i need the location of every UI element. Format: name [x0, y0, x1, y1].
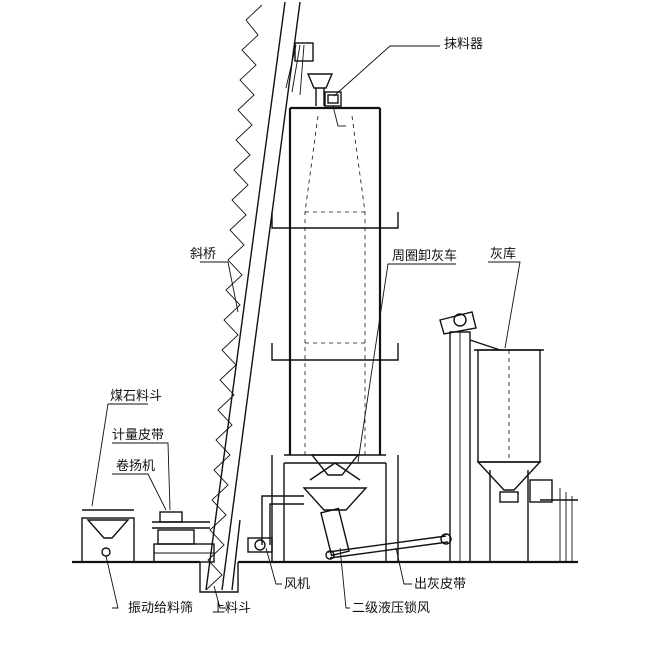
ash-silo: [474, 349, 578, 562]
kiln-body: [271, 106, 399, 562]
leader-lines: [91, 45, 521, 609]
bucket-elevator: [439, 311, 501, 563]
label-ash-unloader: 周圈卸灰车: [392, 248, 457, 264]
label-inclined-bridge: 斜桥: [190, 247, 216, 262]
metering-belt: [152, 511, 215, 563]
inclined-bridge: [205, 1, 301, 591]
label-hoist: 卷扬机: [116, 458, 155, 474]
label-ash-belt: 出灰皮带: [414, 577, 466, 592]
label-vibrating-feeder: 振动给料筛: [128, 601, 193, 616]
label-loading-hopper: 上料斗: [212, 601, 251, 616]
label-hydraulic-airlock: 二级液压锁风: [352, 600, 430, 616]
ground-line: [72, 560, 578, 593]
label-distributor: 抹料器: [444, 37, 483, 52]
label-coal-hopper: 煤石料斗: [110, 389, 162, 404]
distributor: [324, 91, 346, 127]
discharge-cone: [302, 454, 368, 557]
ash-belt: [325, 533, 452, 560]
fan: [247, 495, 304, 553]
label-ash-silo: 灰库: [490, 246, 516, 262]
label-metering-belt: 计量皮带: [112, 428, 164, 443]
feed-chute: [285, 42, 334, 106]
label-fan: 风机: [284, 577, 310, 592]
coal-hopper: [81, 509, 135, 563]
labels: 抹料器 斜桥 周圈卸灰车 灰库 煤石料斗 计量皮带 卷扬机 风机 出灰皮带 振动…: [110, 37, 516, 616]
